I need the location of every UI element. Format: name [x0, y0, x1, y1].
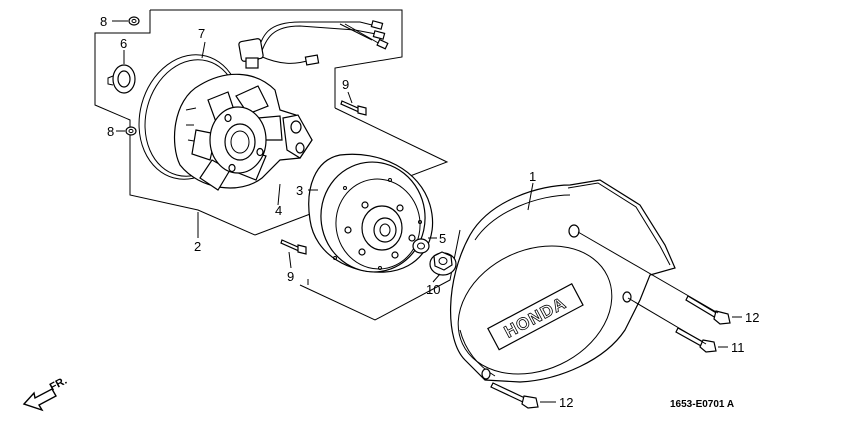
- callout-9-lower: 9: [287, 269, 294, 284]
- leader-lines: [112, 20, 742, 403]
- o-ring-upper-part: [128, 16, 140, 26]
- callout-8-upper: 8: [100, 14, 107, 29]
- callout-12-lower: 12: [559, 395, 573, 410]
- flange-nut-part: [429, 251, 457, 276]
- bolt-12-upper-part: [685, 295, 731, 325]
- bolt-upper-part: [340, 100, 367, 116]
- drawing-code: 1653-E0701 A: [670, 399, 734, 410]
- callout-12-upper: 12: [745, 310, 759, 325]
- callout-1: 1: [529, 169, 536, 184]
- callout-3: 3: [296, 183, 303, 198]
- stator-part: [174, 20, 389, 191]
- callout-9-upper: 9: [342, 77, 349, 92]
- flywheel-part: [308, 153, 434, 273]
- flywheel-group-outline: [299, 229, 461, 321]
- callout-5: 5: [439, 231, 446, 246]
- bolt-lower-part: [280, 239, 307, 255]
- callout-6: 6: [120, 36, 127, 51]
- callout-2: 2: [194, 239, 201, 254]
- callout-10: 10: [426, 282, 440, 297]
- bolt-12-lower-part: [490, 382, 539, 409]
- callout-4: 4: [275, 203, 282, 218]
- front-label: FR.: [48, 375, 69, 394]
- callout-11: 11: [731, 340, 745, 355]
- bolt-11-part: [675, 327, 717, 353]
- oil-seal-part: [107, 64, 136, 94]
- front-arrow: FR.: [22, 375, 69, 412]
- washer-part: [412, 238, 430, 254]
- callout-8-lower: 8: [107, 124, 114, 139]
- o-ring-lower-part: [125, 126, 137, 136]
- crankcase-cover-part: HONDA: [450, 179, 676, 383]
- callout-7: 7: [198, 26, 205, 41]
